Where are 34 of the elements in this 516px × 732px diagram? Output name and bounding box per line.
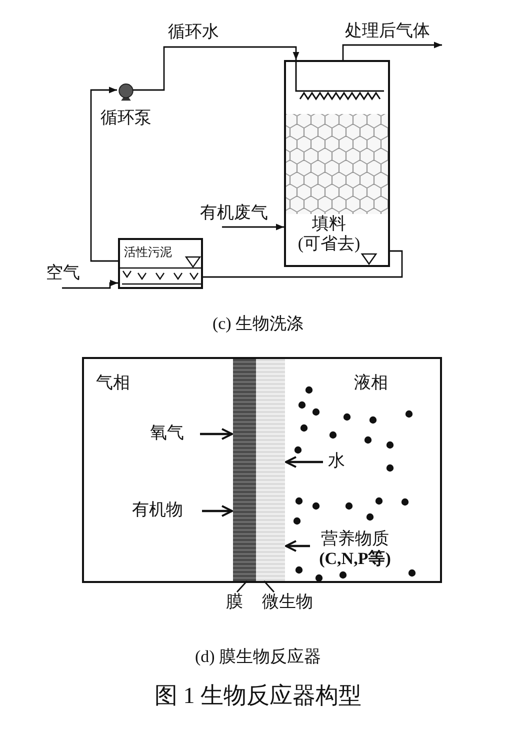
- substance-label: 营养物质 (C,N,P等): [314, 529, 396, 571]
- flow-arrow: [200, 428, 233, 440]
- flow-arrow: [62, 280, 118, 289]
- flow-arrow: [202, 505, 233, 517]
- flow-arrow: [222, 224, 284, 230]
- figure-caption: 图 1 生物反应器构型: [154, 682, 362, 710]
- panel-title: (c) 生物洗涤: [211, 313, 305, 335]
- sludge-tank: [118, 238, 203, 289]
- edge-label: 处理后气体: [345, 21, 430, 41]
- phase-label: 气相: [96, 373, 130, 393]
- edge-label: 空气: [46, 263, 80, 283]
- substance-label: 有机物: [132, 500, 196, 522]
- substance-label: 水: [328, 451, 352, 473]
- part-label: 微生物: [262, 592, 320, 614]
- flow-arrow: [90, 86, 118, 262]
- substance-label: 氧气: [150, 423, 194, 445]
- pump-label: 循环泵: [100, 108, 152, 128]
- edge-label: 有机废气: [200, 203, 268, 223]
- flow-arrow: [285, 540, 310, 552]
- flow-arrow: [133, 46, 300, 91]
- absorber-tower: [284, 60, 390, 267]
- leader-line: [236, 580, 248, 592]
- sludge-label: 活性污泥: [124, 246, 172, 260]
- part-label: 膜: [226, 592, 248, 614]
- membrane-layer: [233, 359, 256, 581]
- phase-label: 液相: [354, 373, 388, 393]
- flow-arrow: [285, 456, 323, 468]
- packing-label: 填料 (可省去): [296, 214, 362, 254]
- biofilm-layer: [256, 359, 285, 581]
- leader-line: [263, 580, 275, 592]
- reactor-panel: [82, 357, 442, 583]
- flow-arrow: [342, 42, 442, 60]
- panel-title: (d) 膜生物反应器: [194, 646, 322, 668]
- edge-label: 循环水: [168, 22, 219, 42]
